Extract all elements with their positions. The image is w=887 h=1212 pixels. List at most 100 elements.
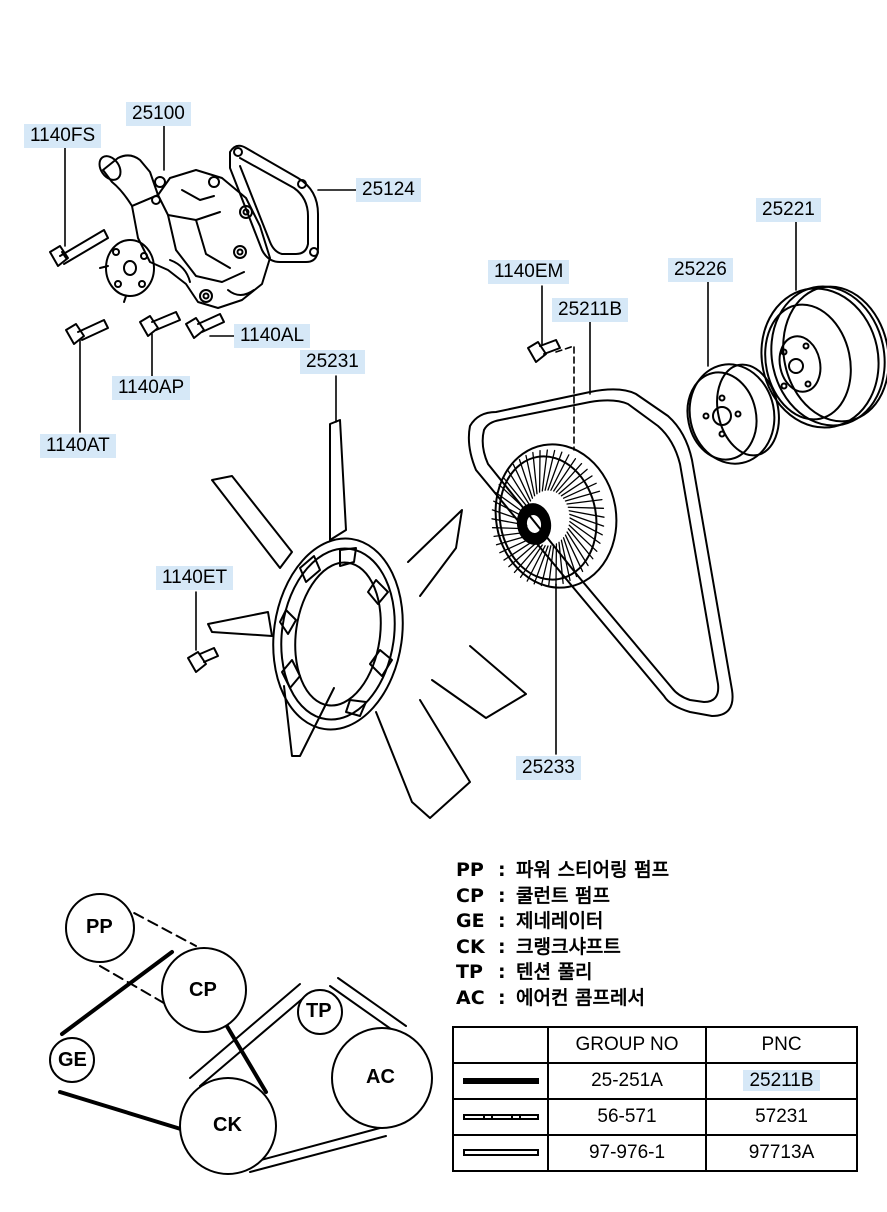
pnc-cell[interactable]: 57231 <box>705 1098 858 1136</box>
legend-colon: : <box>498 910 506 932</box>
legend-row: GE: 제네레이터 <box>456 909 669 935</box>
pnc-link[interactable]: 25211B <box>743 1070 820 1091</box>
clutch-fin <box>567 506 605 509</box>
bolt-1140AP[interactable] <box>139 311 181 337</box>
pulley-label-pp: PP <box>86 916 113 938</box>
legend-colon: : <box>498 986 506 1009</box>
callout-25221[interactable]: 25221 <box>756 198 821 222</box>
cooling-fan[interactable] <box>207 419 527 819</box>
clutch-fin <box>525 454 536 497</box>
clutch-fin <box>533 545 549 585</box>
legend-code: CP <box>456 884 484 907</box>
fan-clutch[interactable] <box>484 435 627 598</box>
clutch-fin <box>519 544 543 578</box>
callout-1140AP[interactable]: 1140AP <box>112 376 191 400</box>
callout-25231[interactable]: 25231 <box>300 350 365 374</box>
clutch-fin <box>553 458 577 492</box>
legend-code: TP <box>456 961 483 983</box>
legend-row: TP: 텐션 풀리 <box>456 960 669 986</box>
legend-row: CK:크랭크샤프트 <box>456 935 669 961</box>
crank-pulley[interactable] <box>749 276 887 439</box>
legend-colon: : <box>498 859 506 881</box>
callout-25211B[interactable]: 25211B <box>552 298 629 322</box>
clutch-fin <box>507 469 530 505</box>
table-row[interactable]: 97-976-1 97713A <box>452 1134 858 1172</box>
water-pump[interactable] <box>95 152 271 309</box>
callout-1140AL[interactable]: 1140AL <box>234 324 311 348</box>
legend-colon: : <box>498 935 506 958</box>
legend-code: AC <box>456 986 485 1009</box>
group-no-cell: 97-976-1 <box>547 1134 707 1172</box>
gasket[interactable] <box>229 144 319 263</box>
clutch-fin <box>564 490 601 502</box>
legend-code: PP <box>456 859 484 881</box>
callout-25124[interactable]: 25124 <box>356 178 421 202</box>
legend-row: CP: 쿨런트 펌프 <box>456 884 669 910</box>
pulley-ge <box>49 1037 95 1083</box>
callout-1140EM[interactable]: 1140EM <box>488 260 570 284</box>
table-row[interactable]: 25-251A 25211B <box>452 1062 858 1100</box>
legend-code: GE <box>456 910 485 932</box>
legend-row: PP: 파워 스티어링 펌프 <box>456 858 669 884</box>
pulley-label-ck: CK <box>213 1114 242 1136</box>
table-row[interactable]: 56-571 57231 <box>452 1098 858 1136</box>
callout-1140FS[interactable]: 1140FS <box>24 124 102 148</box>
clutch-fin <box>550 454 570 491</box>
table-header-row: GROUP NO PNC <box>452 1026 858 1064</box>
bolt-1140FS[interactable] <box>49 229 109 267</box>
pnc-cell[interactable]: 97713A <box>705 1134 858 1172</box>
bolt-1140ET[interactable] <box>187 647 219 673</box>
legend-desc: 파워 스티어링 펌프 <box>516 859 670 881</box>
clutch-fin <box>493 531 530 538</box>
legend-desc: 제네레이터 <box>516 910 604 932</box>
clutch-fin <box>495 492 527 515</box>
pulley-ac <box>331 1027 433 1129</box>
bolt-1140AT[interactable] <box>65 319 109 345</box>
leader-lines <box>64 125 797 755</box>
clutch-fin <box>566 531 589 567</box>
pulley-tp <box>297 989 343 1035</box>
bolt-1140AL[interactable] <box>185 313 225 339</box>
legend-desc: 에어컨 콤프레서 <box>516 986 645 1009</box>
legend-colon: : <box>498 961 506 983</box>
callout-25100[interactable]: 25100 <box>126 102 191 126</box>
pulley-ck <box>179 1077 277 1175</box>
pulley-label-tp: TP <box>306 1000 332 1022</box>
clutch-fin <box>513 543 541 574</box>
clutch-fin <box>541 449 548 492</box>
pulley-pp <box>65 893 135 963</box>
legend-colon: : <box>498 884 506 907</box>
clutch-fin <box>540 545 552 587</box>
callout-1140ET[interactable]: 1140ET <box>156 566 234 590</box>
callout-1140AT[interactable]: 1140AT <box>40 434 116 458</box>
table-header-pnc: PNC <box>705 1026 858 1064</box>
pulley-cp <box>161 947 247 1033</box>
bolt-1140EM[interactable] <box>527 339 561 363</box>
clutch-fin <box>568 510 605 518</box>
legend-desc: 텐션 풀리 <box>516 961 593 983</box>
clutch-fin <box>495 534 532 546</box>
line-type-dashed <box>452 1098 549 1136</box>
pnc-cell[interactable]: 25211B <box>705 1062 858 1100</box>
clutch-fin <box>555 462 583 493</box>
pulley-label-cp: CP <box>189 979 217 1001</box>
clutch-fin <box>518 458 534 499</box>
clutch-fin <box>526 545 546 582</box>
solid-line-icon <box>462 1077 539 1084</box>
clutch-fin <box>558 541 564 585</box>
clutch-fin <box>491 527 529 530</box>
group-no-cell: 56-571 <box>547 1098 707 1136</box>
callout-25226[interactable]: 25226 <box>668 258 733 282</box>
legend-code: CK <box>456 935 485 958</box>
clutch-fin <box>568 524 598 552</box>
clutch-fin <box>544 449 556 491</box>
clutch-fin <box>547 451 563 491</box>
pulley-label-ac: AC <box>366 1066 395 1088</box>
idler-pulley[interactable] <box>680 356 787 471</box>
legend-desc: 쿨런트 펌프 <box>516 884 611 907</box>
callout-25233[interactable]: 25233 <box>516 756 581 780</box>
clutch-fin <box>566 498 603 505</box>
dashed-line-icon <box>462 1113 539 1120</box>
drive-belt[interactable] <box>467 388 734 717</box>
